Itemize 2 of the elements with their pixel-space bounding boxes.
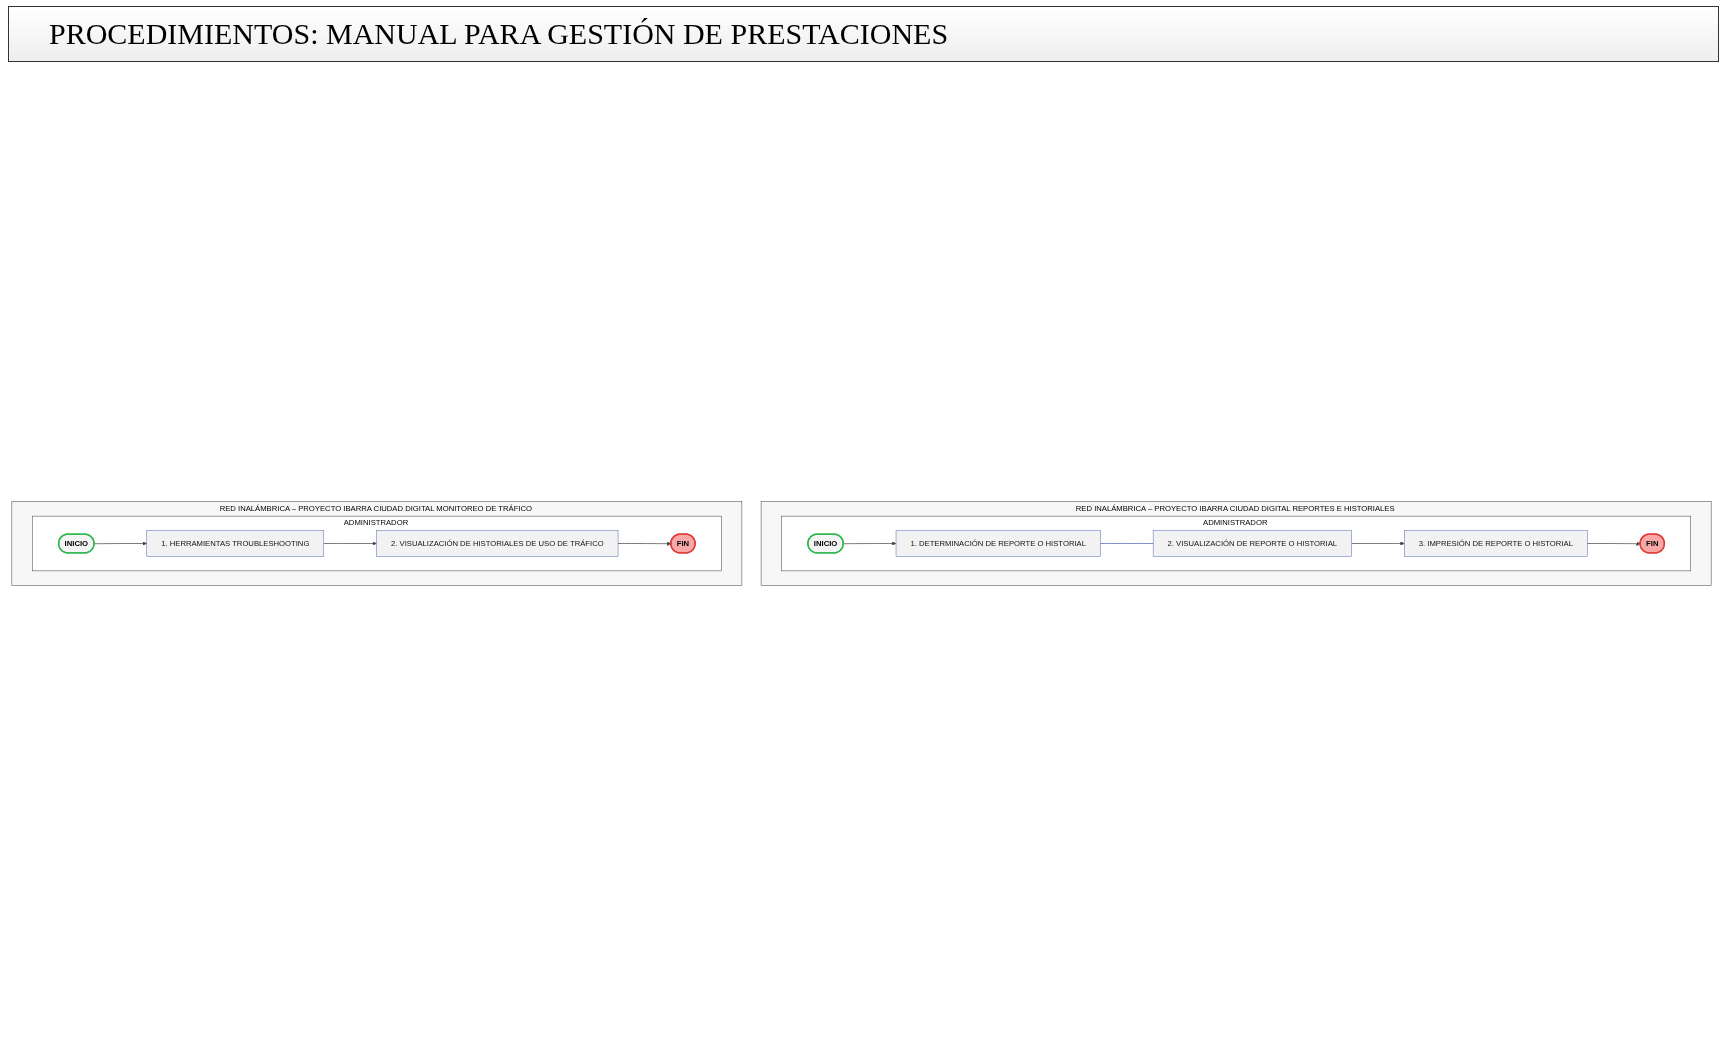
connector <box>1100 543 1154 544</box>
diagram-title: PROCEDIMIENTOS: MANUAL PARA GESTIÓN DE PRESTACIONES <box>8 6 1719 62</box>
